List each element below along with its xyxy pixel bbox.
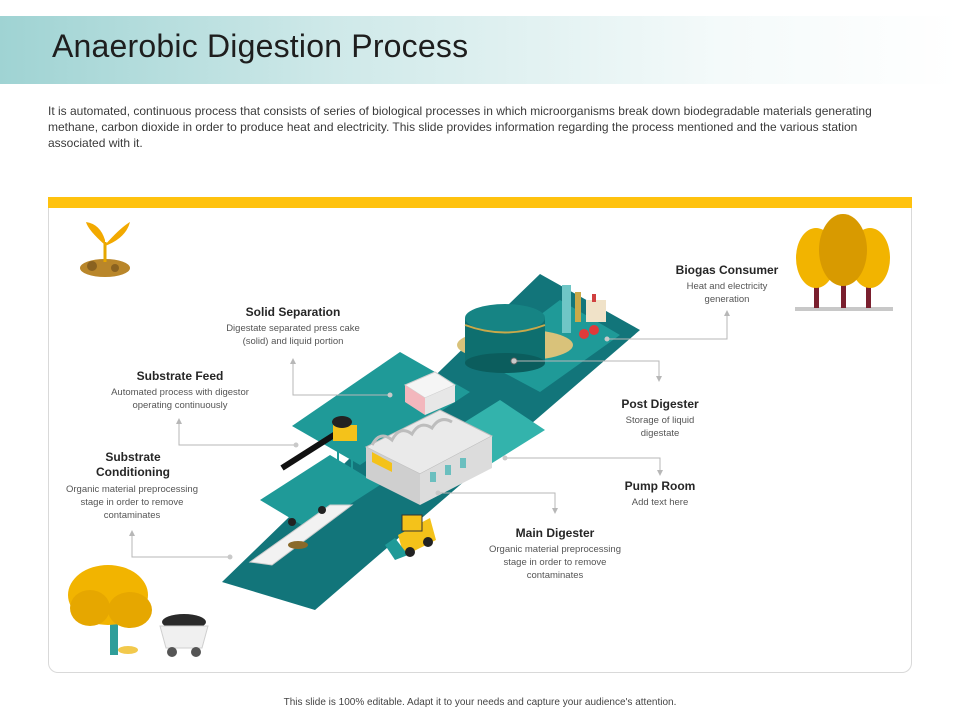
- connector-dots: [227, 336, 610, 560]
- coal-cart-icon: [159, 614, 209, 657]
- station-substrate-conditioning-title: Substrate Conditioning: [88, 450, 178, 480]
- connector-arrows: [129, 310, 730, 536]
- station-main-digester: Main Digester Organic material preproces…: [482, 526, 628, 582]
- generator-icon: [562, 285, 606, 339]
- station-desc: Organic material preprocessing stage in …: [65, 484, 198, 521]
- station-title: Solid Separation: [245, 305, 341, 319]
- station-desc: Add text here: [631, 497, 689, 508]
- diagram-panel: [48, 208, 912, 673]
- station-substrate-feed: Substrate Feed Automated process with di…: [100, 369, 260, 412]
- station-biogas-consumer: Biogas Consumer Heat and electricity gen…: [672, 263, 782, 306]
- station-post-digester: Post Digester Storage of liquid digestat…: [612, 397, 708, 440]
- factory-icon: [364, 409, 494, 505]
- station-title: Substrate Feed: [136, 369, 224, 383]
- feed-ramp-icon: [248, 504, 354, 566]
- conveyor-icon: [280, 416, 357, 471]
- station-desc: Automated process with digestor operatin…: [111, 387, 249, 411]
- page-title: Anaerobic Digestion Process: [52, 28, 469, 64]
- station-pump-room: Pump Room Add text here: [612, 479, 708, 509]
- connector-lines: [131, 312, 728, 558]
- station-desc: Organic material preprocessing stage in …: [488, 544, 621, 581]
- station-desc: Heat and electricity generation: [686, 281, 768, 305]
- station-substrate-conditioning-desc: Organic material preprocessing stage in …: [60, 481, 204, 522]
- station-desc: Storage of liquid digestate: [625, 415, 695, 439]
- tree-bottom-icon: [68, 565, 152, 655]
- station-solid-separation: Solid Separation Digestate separated pre…: [212, 305, 374, 348]
- footer-note: This slide is 100% editable. Adapt it to…: [283, 697, 677, 708]
- digester-tank-icon: [457, 304, 573, 373]
- station-title: Substrate Conditioning: [96, 450, 170, 479]
- station-desc: Digestate separated press cake (solid) a…: [226, 323, 360, 347]
- storage-shed-icon: [403, 371, 457, 415]
- accent-bar: [48, 197, 912, 208]
- station-title: Pump Room: [624, 479, 696, 493]
- station-title: Biogas Consumer: [675, 263, 779, 277]
- sprout-icon: [80, 222, 130, 277]
- title-band: [0, 16, 960, 84]
- tree-icon: [795, 214, 893, 311]
- station-title: Post Digester: [621, 397, 699, 411]
- intro-paragraph: It is automated, continuous process that…: [48, 104, 872, 150]
- bulldozer-icon: [385, 514, 436, 560]
- station-title: Main Digester: [515, 526, 595, 540]
